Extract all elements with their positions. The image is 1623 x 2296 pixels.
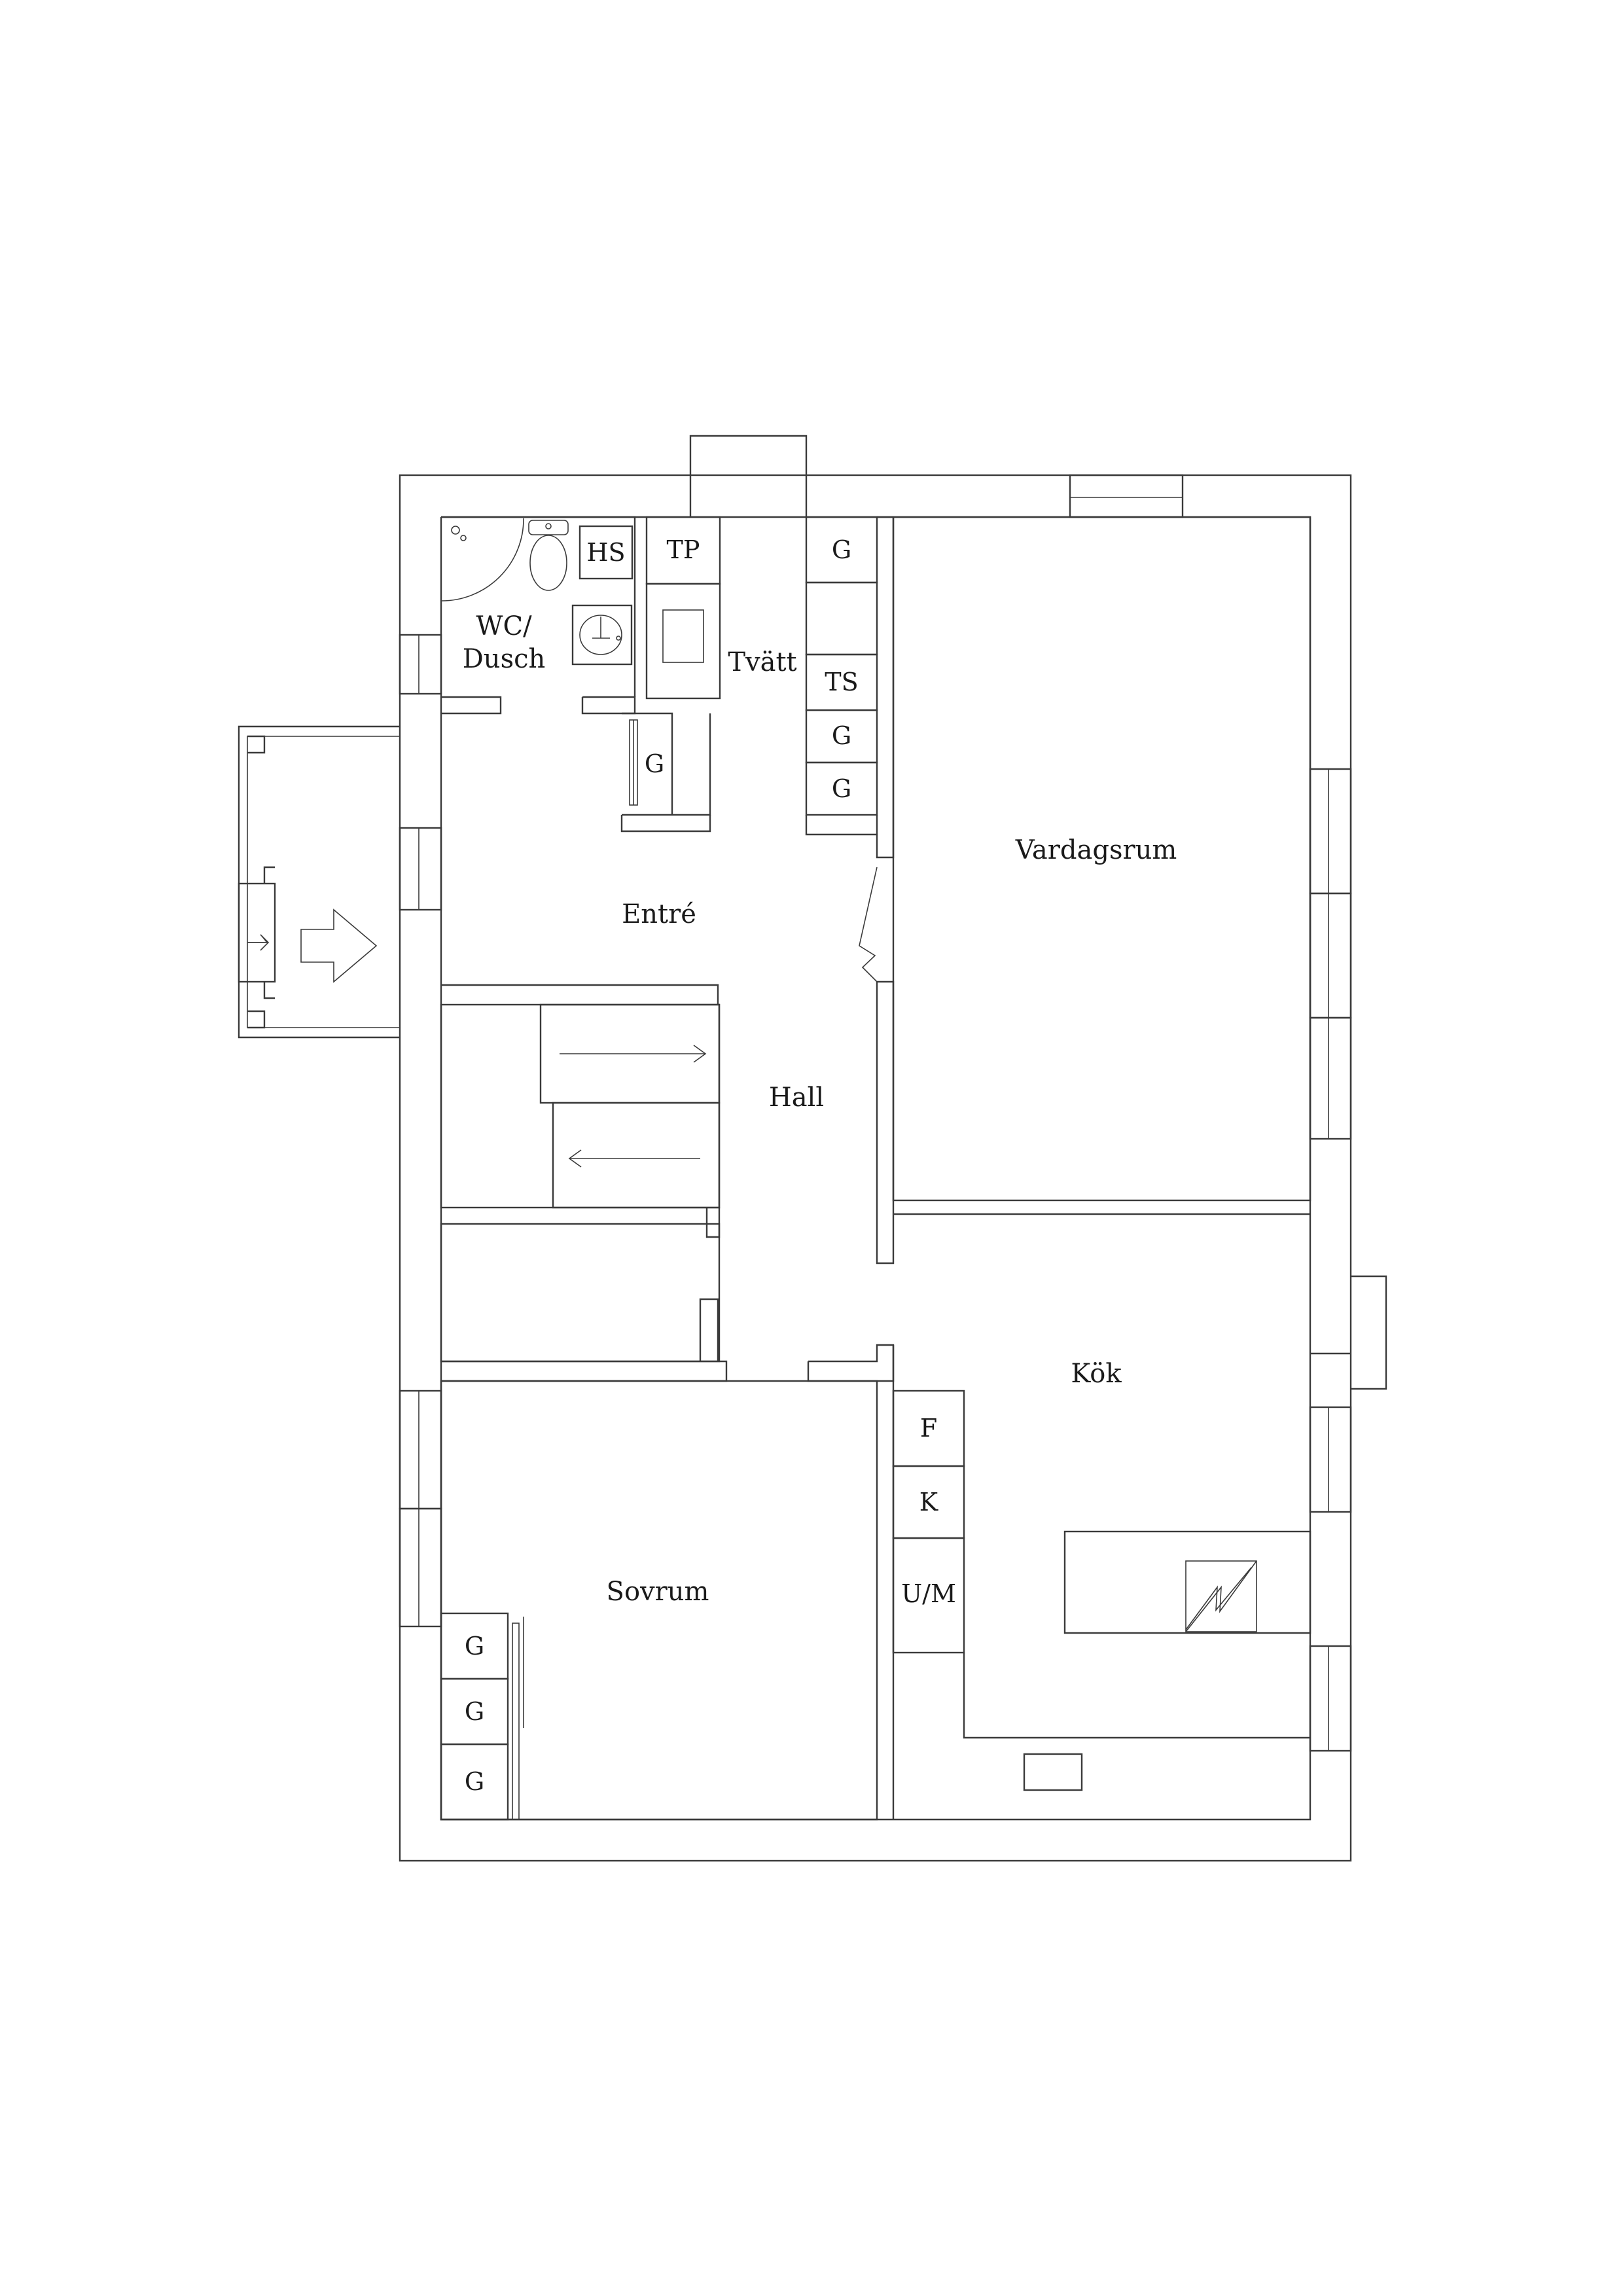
living-room <box>859 516 1311 1265</box>
windows-left <box>399 634 442 1628</box>
ts-label: TS <box>825 668 858 696</box>
g-label: G <box>465 1697 484 1726</box>
k-label: K <box>919 1488 938 1516</box>
window-top <box>1069 474 1184 518</box>
sovrum-label: Sovrum <box>607 1577 709 1607</box>
vardagsrum-label: Vardagsrum <box>1015 835 1177 865</box>
g-label: G <box>465 1632 484 1660</box>
g-label: G <box>645 749 664 778</box>
entrance-porch <box>238 725 400 1039</box>
chimney <box>689 435 808 517</box>
wc-label-line1: WC/ <box>476 611 532 641</box>
kitchen <box>892 1213 1311 1820</box>
hall-wardrobe <box>440 984 721 1238</box>
laundry-room <box>620 516 721 833</box>
entre-label: Entré <box>622 899 696 929</box>
g-label: G <box>465 1767 484 1796</box>
shower-icon <box>440 518 524 601</box>
entrance-arrow-icon <box>300 908 378 983</box>
toilet-icon <box>528 520 569 591</box>
room-labels: WC/ Dusch Tvätt Entré Hall Vardagsrum Kö… <box>463 611 1177 1607</box>
stove-icon <box>1185 1560 1257 1632</box>
storage-column <box>805 516 893 836</box>
wc-label-line2: Dusch <box>463 644 546 674</box>
hall-closet <box>440 1223 895 1382</box>
windows-right <box>1309 768 1387 1752</box>
tp-label: TP <box>667 535 700 564</box>
f-label: F <box>920 1414 937 1443</box>
hall-label: Hall <box>769 1083 824 1113</box>
g-label: G <box>832 774 851 803</box>
sink-icon <box>571 604 633 666</box>
bedroom <box>440 1380 878 1821</box>
um-label: U/M <box>901 1579 956 1608</box>
g-label: G <box>832 535 851 564</box>
exterior-walls <box>399 474 1352 1862</box>
wc-room <box>440 516 636 715</box>
fixture-labels: HS TP G G TS G G F K U/M G G G <box>465 535 956 1796</box>
tvatt-label: Tvätt <box>728 647 796 677</box>
g-label: G <box>832 721 851 750</box>
hs-label: HS <box>586 538 625 567</box>
kok-label: Kök <box>1071 1359 1122 1389</box>
